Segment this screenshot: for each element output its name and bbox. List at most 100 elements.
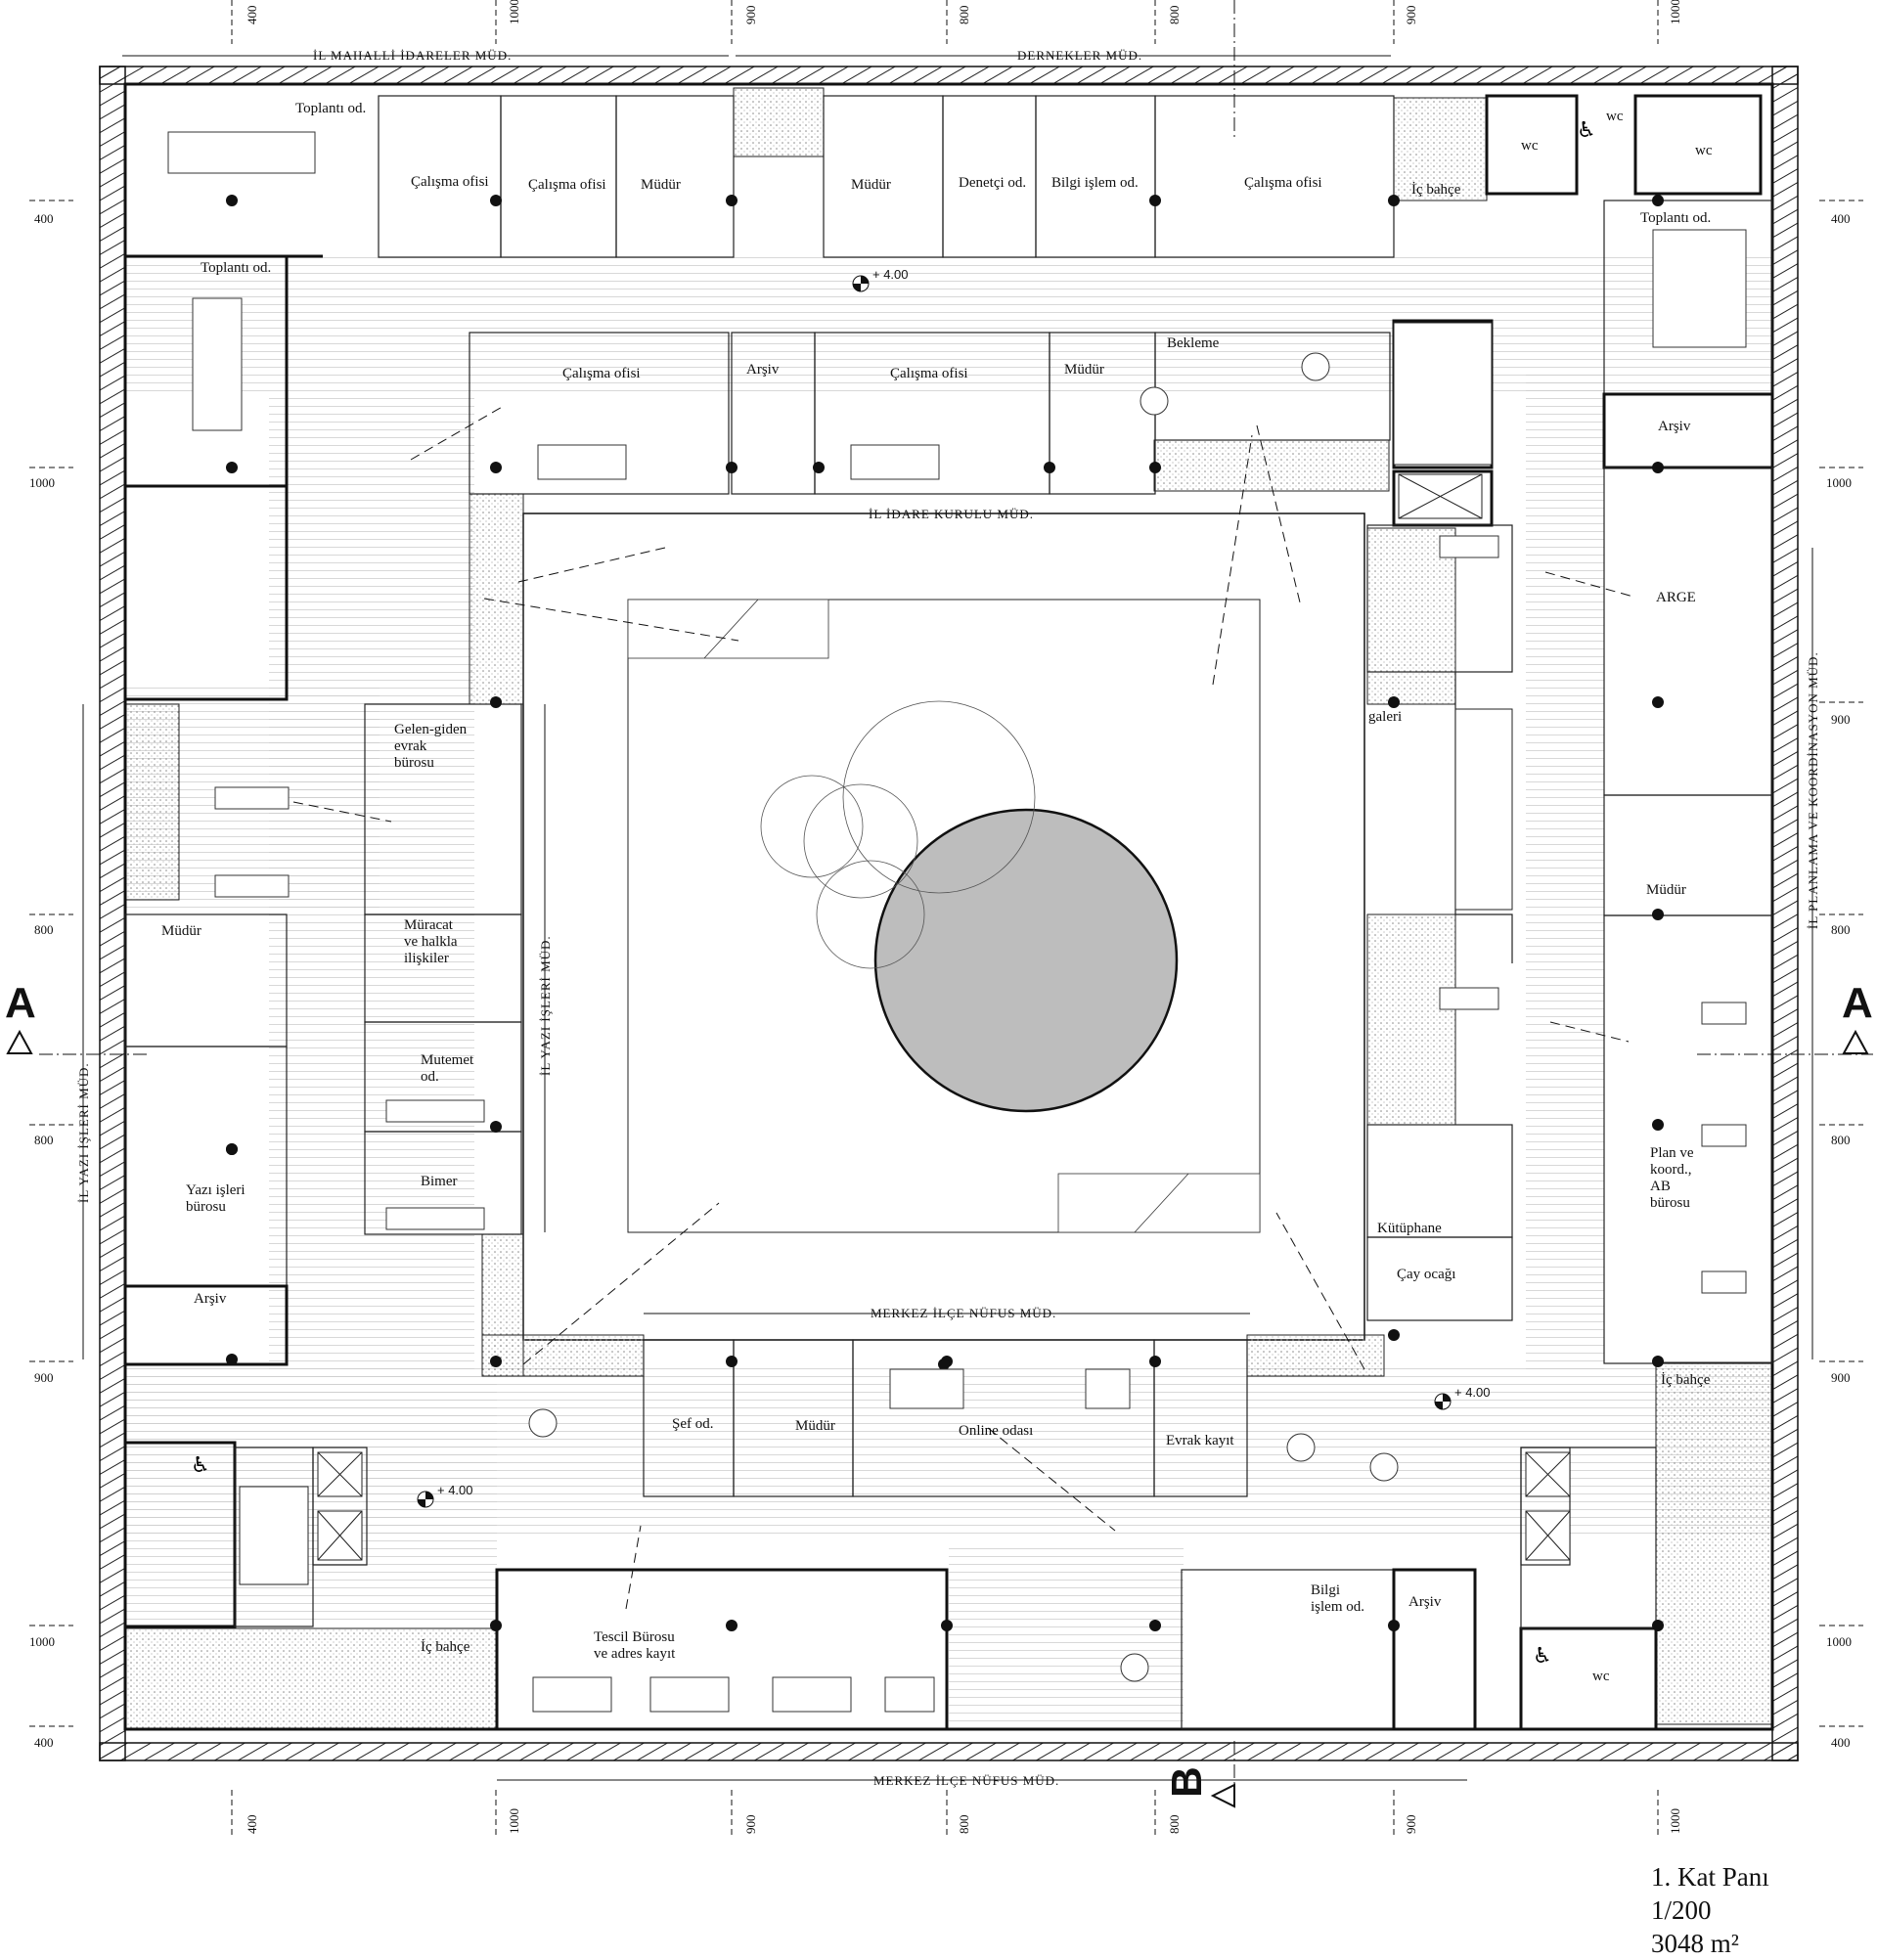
courtyard-stair-bottom [1057, 1173, 1261, 1233]
room-wc-4: wc [1592, 1669, 1610, 1684]
svg-text:400: 400 [34, 211, 54, 226]
section-arrow-a-left [6, 1029, 33, 1054]
view-lines [292, 405, 1634, 1610]
room-ic-bahce-2: İç bahçe [1661, 1372, 1711, 1388]
room-wc-2: wc [1606, 109, 1624, 124]
room-muracat-1: Müracat [404, 917, 454, 933]
dept-yazi-isleri-outer: İL YAZI İŞLERİ MÜD. [76, 1062, 91, 1203]
section-mark-b: B [1163, 1766, 1211, 1798]
svg-text:+ 4.00: + 4.00 [1454, 1385, 1491, 1400]
elevation-marker: + 4.00 [417, 1483, 473, 1508]
svg-text:1000: 1000 [507, 1808, 521, 1834]
svg-text:1000: 1000 [507, 0, 521, 24]
room-yazi-isleri-1: Yazı işleri [186, 1182, 246, 1198]
room-mutemet-1: Mutemet [421, 1052, 474, 1068]
room-calisma-5: Çalışma ofisi [890, 366, 968, 381]
dept-mahalli-idareler: İL MAHALLİ İDARELER MÜD. [313, 48, 512, 63]
plan-area: 3048 m² [1651, 1929, 1739, 1958]
svg-text:400: 400 [245, 1815, 259, 1835]
svg-text:800: 800 [1831, 922, 1851, 937]
room-evrak-kayit: Evrak kayıt [1166, 1433, 1234, 1448]
section-mark-a-right: A [1842, 979, 1873, 1027]
room-gelen-giden-2: evrak [394, 738, 427, 754]
svg-text:800: 800 [957, 1815, 971, 1835]
plan-title: 1. Kat Panı [1651, 1862, 1769, 1892]
room-tescil-1: Tescil Bürosu [594, 1629, 675, 1645]
dept-nufus-outer: MERKEZ İLÇE NÜFUS MÜD. [873, 1773, 1059, 1788]
elevation-marker: + 4.00 [852, 267, 909, 292]
room-muracat-3: ilişkiler [404, 951, 449, 966]
svg-text:+ 4.00: + 4.00 [437, 1483, 473, 1497]
room-calisma-4: Çalışma ofisi [562, 366, 641, 381]
svg-text:1000: 1000 [1826, 1634, 1852, 1649]
room-online: Online odası [959, 1423, 1033, 1439]
walls [123, 82, 1774, 1731]
room-plan-4: bürosu [1650, 1195, 1690, 1211]
room-sef: Şef od. [672, 1416, 714, 1432]
room-yazi-isleri-2: bürosu [186, 1199, 226, 1215]
section-arrow-a-right [1842, 1029, 1869, 1054]
section-arrow-b [1210, 1783, 1235, 1808]
room-denetci: Denetçi od. [959, 175, 1026, 191]
svg-text:800: 800 [34, 922, 54, 937]
dept-dernekler: DERNEKLER MÜD. [1017, 48, 1142, 63]
room-gelen-giden-1: Gelen-giden [394, 722, 468, 737]
room-calisma-3: Çalışma ofisi [1244, 175, 1322, 191]
svg-text:900: 900 [743, 6, 758, 25]
room-gelen-giden-3: bürosu [394, 755, 434, 771]
room-wc-1: wc [1521, 138, 1539, 154]
dept-nufus-inner: MERKEZ İLÇE NÜFUS MÜD. [871, 1306, 1056, 1320]
svg-text:800: 800 [957, 6, 971, 25]
svg-text:1000: 1000 [29, 1634, 55, 1649]
room-mudur-5: Müdür [1646, 882, 1686, 898]
svg-text:900: 900 [1404, 6, 1418, 25]
svg-text:900: 900 [1404, 1815, 1418, 1835]
room-plan-1: Plan ve [1650, 1145, 1694, 1161]
title-block: 1. Kat Panı 1/200 3048 m² [1651, 1860, 1769, 1960]
room-mudur-6: Müdür [795, 1418, 835, 1434]
room-ic-bahce-1: İç bahçe [1411, 182, 1461, 198]
svg-text:800: 800 [1167, 6, 1182, 25]
dept-planlama: İL PLANLAMA VE KOORDİNASYON MÜD. [1806, 651, 1820, 929]
wheelchair-icon: ♿ [1577, 118, 1596, 143]
department-arrows [82, 55, 1813, 1781]
dimension-labels-left: 400 1000 800 800 900 1000 400 [29, 211, 55, 1750]
room-plan-2: koord., [1650, 1162, 1692, 1178]
room-bilgi-islem-2b: işlem od. [1311, 1599, 1364, 1615]
room-muracat-2: ve halkla [404, 934, 458, 950]
plan-scale: 1/200 [1651, 1895, 1712, 1925]
room-labels: Toplantı od. Çalışma ofisi Çalışma ofisi… [161, 101, 1713, 1684]
svg-text:1000: 1000 [1826, 475, 1852, 490]
courtyard-tree-icon [760, 700, 1036, 969]
room-arsiv-1: Arşiv [746, 362, 780, 378]
dimension-labels-bottom: 400 1000 900 800 800 900 1000 [245, 1808, 1682, 1834]
svg-text:1000: 1000 [29, 475, 55, 490]
inner-gardens [124, 87, 1773, 1729]
room-mudur-1: Müdür [641, 177, 681, 193]
wheelchair-icon: ♿ [191, 1453, 210, 1478]
svg-text:400: 400 [34, 1735, 54, 1750]
svg-text:800: 800 [1167, 1815, 1182, 1835]
svg-text:800: 800 [34, 1133, 54, 1147]
dimension-labels-right: 400 1000 900 800 800 900 1000 400 [1826, 211, 1852, 1750]
room-ic-bahce-3: İç bahçe [421, 1639, 470, 1655]
circular-pool [873, 808, 1179, 1113]
stair-cores [239, 322, 1571, 1585]
room-tescil-2: ve adres kayıt [594, 1646, 676, 1662]
room-bimer: Bimer [421, 1174, 458, 1189]
svg-text:400: 400 [245, 6, 259, 25]
room-toplanti-3: Toplantı od. [201, 260, 271, 276]
svg-text:+ 4.00: + 4.00 [872, 267, 909, 282]
columns [226, 195, 1664, 1631]
central-courtyard [522, 512, 1365, 1341]
room-arge: ARGE [1656, 590, 1696, 605]
room-calisma-2: Çalışma ofisi [528, 177, 606, 193]
room-arsiv-2: Arşiv [1658, 419, 1691, 434]
section-mark-a-left: A [5, 979, 36, 1027]
svg-text:800: 800 [1831, 1133, 1851, 1147]
room-galeri: galeri [1368, 709, 1402, 725]
svg-text:400: 400 [1831, 1735, 1851, 1750]
room-kutuphane: Kütüphane [1377, 1221, 1442, 1236]
svg-text:1000: 1000 [1668, 0, 1682, 24]
